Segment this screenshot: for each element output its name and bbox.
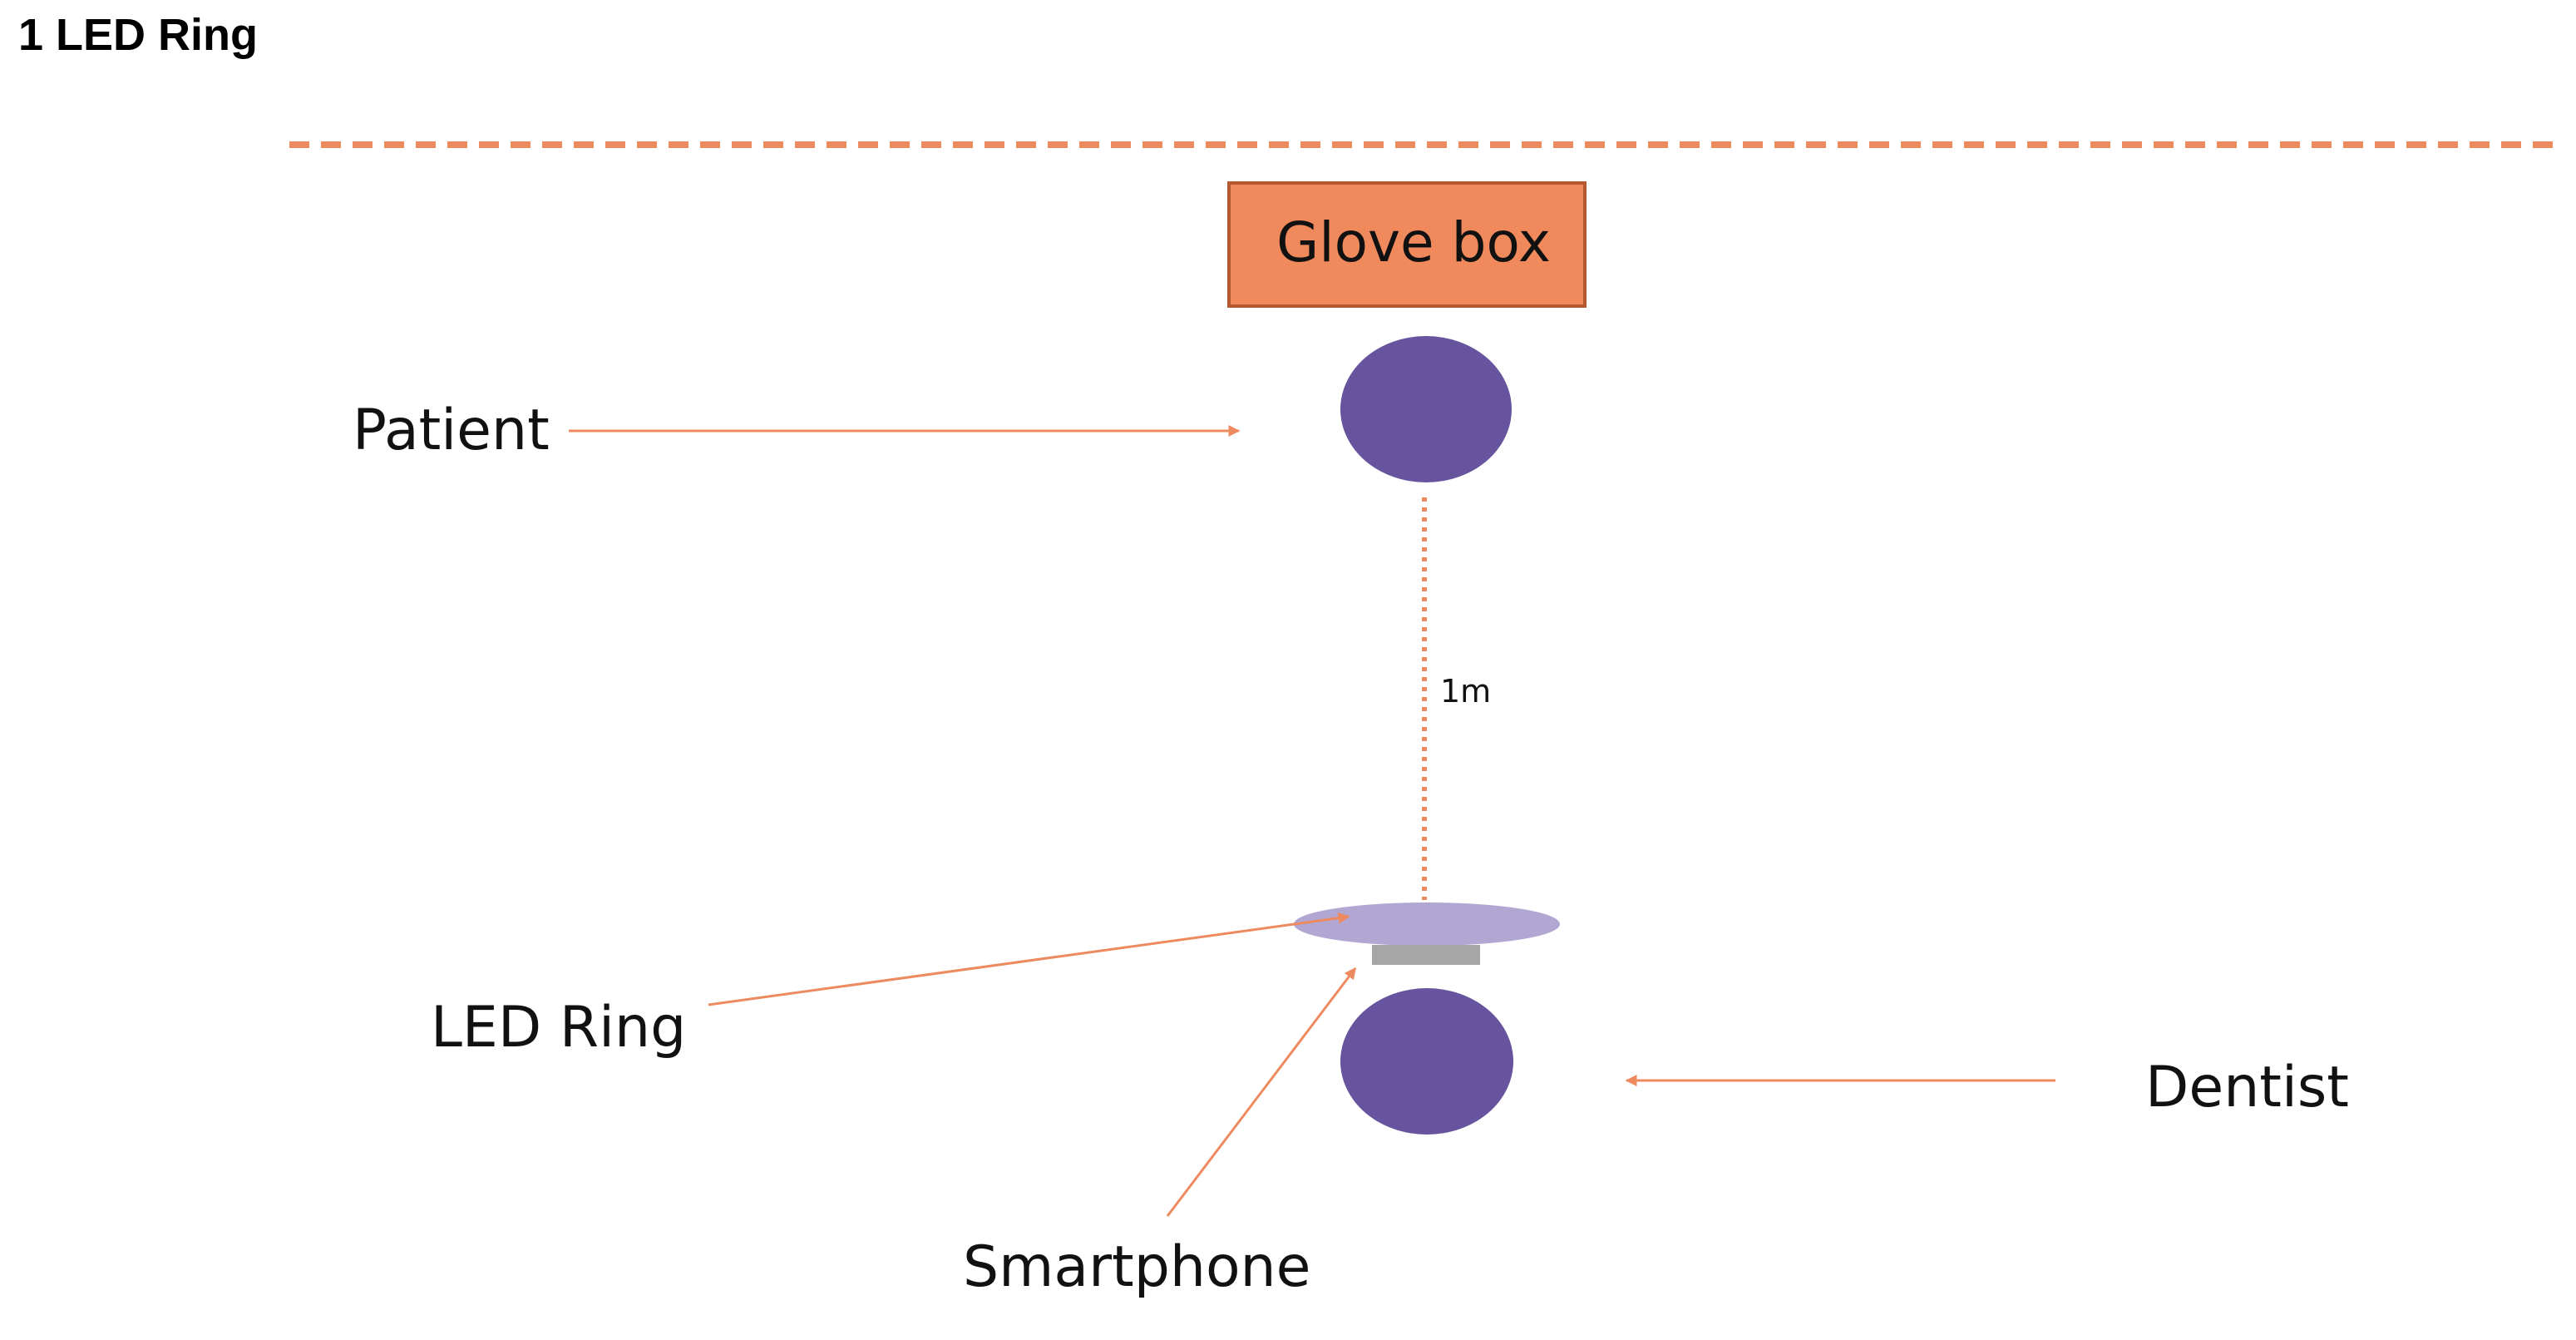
- glove-box: Glove box: [1227, 181, 1587, 308]
- led-ring-label: LED Ring: [431, 995, 686, 1061]
- smartphone-icon: [1372, 945, 1480, 965]
- smartphone-label: Smartphone: [963, 1234, 1311, 1300]
- glove-box-rect: [1227, 181, 1587, 308]
- diagram-title: 1 LED Ring: [18, 10, 258, 60]
- patient-label: Patient: [353, 398, 550, 463]
- patient-head-icon: [1340, 336, 1512, 482]
- dentist-head-icon: [1340, 988, 1513, 1135]
- distance-label: 1m: [1440, 673, 1491, 710]
- led-ring-arrow: [708, 912, 1350, 1006]
- dentist-label: Dentist: [2145, 1055, 2349, 1120]
- glove-box-label: Glove box: [1276, 210, 1551, 274]
- led-ring-icon: [1294, 902, 1560, 946]
- smartphone-arrow: [1166, 967, 1357, 1217]
